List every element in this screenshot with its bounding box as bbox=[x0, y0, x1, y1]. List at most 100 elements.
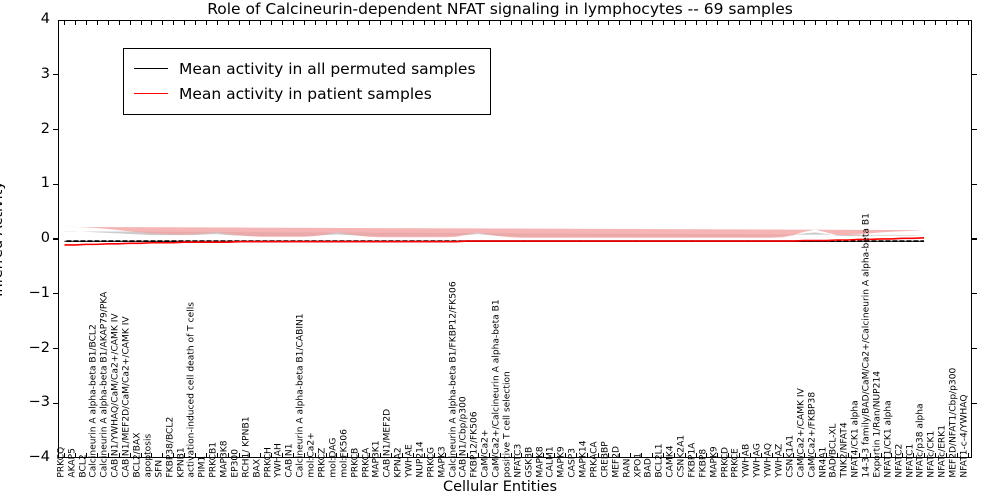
x-tick-label: FKBP1A bbox=[687, 443, 698, 478]
y-tick-mark-right bbox=[972, 347, 977, 350]
x-tick-mark-top bbox=[75, 21, 77, 25]
x-tick-label: FKBP8 bbox=[698, 449, 709, 478]
x-tick-label: PRKCB bbox=[350, 448, 361, 478]
x-tick-mark bbox=[673, 453, 675, 457]
x-tick-mark-top bbox=[151, 21, 153, 25]
x-tick-mark bbox=[956, 453, 958, 457]
y-tick-label: −2 bbox=[28, 339, 50, 356]
y-tick-label: 0 bbox=[40, 230, 50, 246]
x-tick-mark-top bbox=[412, 21, 414, 25]
x-tick-mark-top bbox=[86, 21, 88, 25]
x-tick-mark-top bbox=[173, 21, 175, 25]
x-tick-mark bbox=[902, 453, 904, 457]
x-tick-mark bbox=[662, 453, 664, 457]
x-tick-mark-top bbox=[238, 21, 240, 25]
x-tick-label: activation-induced cell death of T cells bbox=[186, 302, 197, 478]
x-tick-mark-top bbox=[575, 21, 577, 25]
x-tick-mark-top bbox=[477, 21, 479, 25]
x-tick-label: 14-3-3 family/BAD/CaM/Ca2+/Calcineurin A… bbox=[861, 213, 872, 478]
x-tick-label: PRKCQ bbox=[56, 447, 67, 478]
x-tick-label: BAX bbox=[252, 459, 263, 478]
x-tick-mark-top bbox=[913, 21, 915, 25]
y-tick-mark bbox=[53, 74, 58, 76]
x-tick-label: YWHAG bbox=[752, 443, 763, 479]
x-tick-label: MAP3K8 bbox=[219, 440, 230, 478]
x-tick-label: CaM/Ca2+/Calcineurin A alpha-beta B1 bbox=[491, 299, 502, 478]
x-tick-label: PRKCA bbox=[360, 448, 371, 478]
x-tick-mark-top bbox=[216, 21, 218, 25]
x-tick-label: CSNK1A1 bbox=[785, 435, 796, 478]
x-tick-label: CaM/Ca2+/CAMK IV bbox=[796, 388, 807, 478]
x-tick-mark-top bbox=[847, 21, 849, 25]
x-tick-mark bbox=[564, 453, 566, 457]
x-tick-mark bbox=[760, 453, 762, 457]
x-tick-mark-top bbox=[292, 21, 294, 25]
y-tick-mark-right bbox=[972, 74, 977, 76]
x-tick-mark bbox=[477, 453, 479, 457]
x-tick-label: TNK2/NFAT4 bbox=[839, 422, 850, 478]
x-tick-mark bbox=[423, 453, 425, 457]
x-tick-mark bbox=[445, 453, 447, 457]
x-tick-mark-top bbox=[706, 21, 708, 25]
x-tick-label: CSNK2A1 bbox=[676, 435, 687, 478]
x-tick-mark bbox=[510, 453, 512, 457]
x-tick-mark-top bbox=[249, 21, 251, 25]
x-tick-mark-top bbox=[129, 21, 131, 25]
x-tick-label: MAPK14 bbox=[578, 440, 589, 478]
x-tick-label: MEF2D/NFAT1/Cbp/p300 bbox=[948, 368, 959, 478]
y-tick-mark-right bbox=[972, 293, 977, 295]
x-tick-mark-top bbox=[684, 21, 686, 25]
x-tick-label: Calcineurin A alpha-beta B1/BCL2 bbox=[88, 324, 99, 478]
x-tick-mark-top bbox=[390, 21, 392, 25]
x-tick-mark-top bbox=[521, 21, 523, 25]
x-tick-label: PRKCZ bbox=[317, 448, 328, 478]
x-axis-label: Cellular Entities bbox=[442, 479, 558, 495]
x-tick-label: NFATc/p38 alpha bbox=[915, 403, 926, 478]
x-tick-mark bbox=[684, 453, 686, 457]
x-tick-mark bbox=[804, 453, 806, 457]
x-tick-mark bbox=[717, 453, 719, 457]
x-tick-mark bbox=[238, 453, 240, 457]
x-tick-label: PRKCG bbox=[426, 447, 437, 478]
x-tick-mark bbox=[619, 453, 621, 457]
x-tick-mark bbox=[412, 453, 414, 457]
x-tick-label: FKBP12/FK506 bbox=[469, 411, 480, 478]
x-tick-mark bbox=[858, 453, 860, 457]
x-tick-mark bbox=[782, 453, 784, 457]
x-tick-mark-top bbox=[467, 21, 469, 25]
x-tick-mark bbox=[467, 453, 469, 457]
y-tick-label: −4 bbox=[28, 449, 50, 465]
x-tick-mark bbox=[358, 453, 360, 457]
x-tick-mark-top bbox=[891, 21, 893, 25]
x-tick-mark bbox=[184, 453, 186, 457]
x-tick-label: mol:Ca2+ bbox=[306, 432, 317, 478]
patient-mean-line bbox=[64, 237, 925, 246]
x-tick-mark bbox=[728, 453, 730, 457]
x-tick-label: MAP3K1 bbox=[371, 440, 382, 478]
x-tick-mark-top bbox=[488, 21, 490, 25]
x-tick-mark-top bbox=[543, 21, 545, 25]
x-tick-mark bbox=[554, 453, 556, 457]
x-tick-mark bbox=[488, 453, 490, 457]
x-tick-mark bbox=[434, 453, 436, 457]
x-tick-mark bbox=[749, 453, 751, 457]
x-tick-mark bbox=[325, 453, 327, 457]
x-tick-mark-top bbox=[260, 21, 262, 25]
x-tick-mark bbox=[967, 453, 969, 457]
x-tick-label: YWHAQ bbox=[763, 443, 774, 478]
x-tick-mark-top bbox=[423, 21, 425, 25]
x-tick-label: NFATC1 bbox=[904, 444, 915, 478]
x-tick-label: NFAT1/CK1 alpha bbox=[883, 400, 894, 478]
x-tick-mark bbox=[826, 453, 828, 457]
x-tick-mark bbox=[499, 453, 501, 457]
x-tick-mark-top bbox=[358, 21, 360, 25]
x-tick-mark bbox=[64, 453, 66, 457]
x-tick-label: NUP214 bbox=[415, 441, 426, 478]
x-tick-label: KPNA2 bbox=[393, 447, 404, 478]
legend-swatch-permuted bbox=[134, 68, 168, 69]
x-tick-label: CAMK4 bbox=[665, 445, 676, 478]
x-tick-mark-top bbox=[858, 21, 860, 25]
x-tick-label: Exportin 1/Ran/NUP214 bbox=[872, 371, 883, 478]
y-tick-label: −3 bbox=[28, 394, 50, 411]
y-tick-label: −1 bbox=[28, 284, 50, 301]
